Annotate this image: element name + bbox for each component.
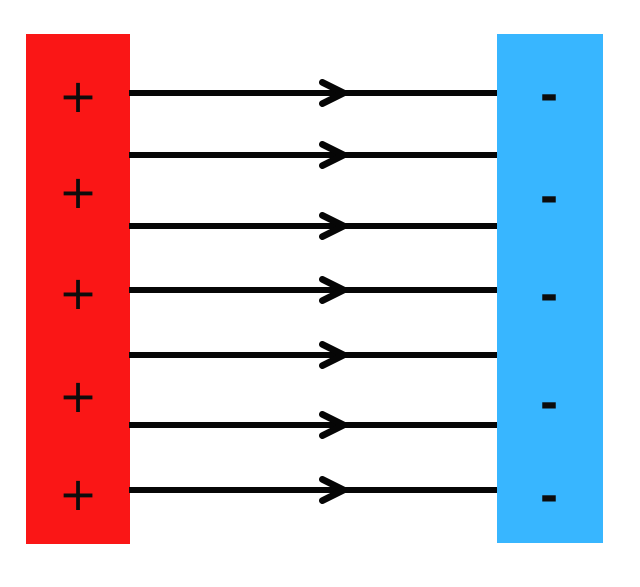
negative-plate: [497, 34, 603, 543]
minus-symbol: -: [539, 172, 559, 223]
plus-symbol: +: [58, 69, 98, 123]
plus-symbol: +: [58, 369, 98, 423]
plus-symbol: +: [58, 266, 98, 320]
minus-symbol: -: [539, 70, 559, 121]
arrow-right-icon: [318, 275, 347, 304]
minus-symbol: -: [539, 378, 559, 429]
minus-symbol: -: [539, 471, 559, 522]
field-line: [129, 152, 497, 158]
field-line: [129, 287, 497, 293]
positive-plate: [26, 34, 130, 544]
minus-symbol: -: [539, 270, 559, 321]
field-line: [129, 487, 497, 493]
field-line: [129, 223, 497, 229]
arrow-right-icon: [318, 78, 347, 107]
arrow-right-icon: [318, 140, 347, 169]
arrow-right-icon: [318, 475, 347, 504]
arrow-right-icon: [318, 211, 347, 240]
field-line: [129, 352, 497, 358]
field-line: [129, 422, 497, 428]
plus-symbol: +: [58, 467, 98, 521]
arrow-right-icon: [318, 340, 347, 369]
plus-symbol: +: [58, 165, 98, 219]
field-line: [129, 90, 497, 96]
arrow-right-icon: [318, 410, 347, 439]
